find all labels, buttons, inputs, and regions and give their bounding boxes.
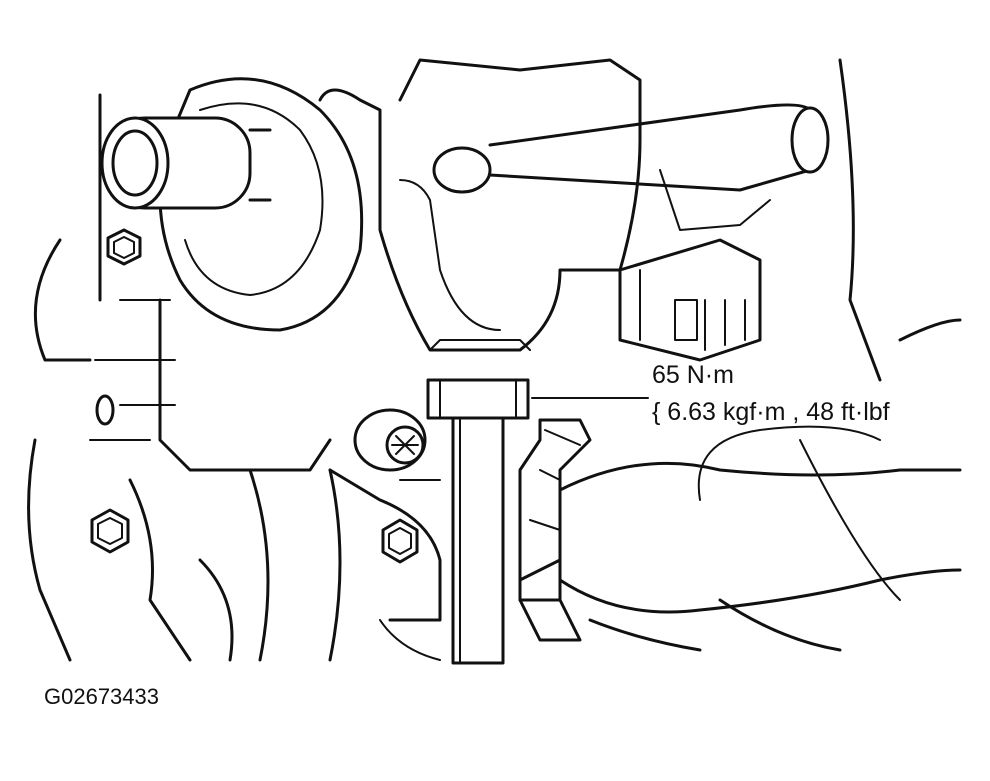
target-bolt [426,378,530,665]
torx-bolt [353,408,427,472]
engine-block [27,93,342,662]
bolt-center-left [381,518,419,564]
hose-clamp [518,418,592,642]
upper-right-pipe [488,58,962,382]
torque-value-alt-units: { 6.63 kgf·m , 48 ft·lbf [652,398,890,426]
figure-id: G02673433 [44,684,159,709]
engine-line-drawing [27,58,962,665]
lower-structure [328,468,842,661]
torque-value-nm: 65 N·m [652,361,734,389]
pulley-assembly [100,77,364,332]
connector-block [618,238,762,362]
bolt-lower-left [90,508,130,554]
center-housing [318,58,642,352]
hose [558,425,962,614]
bolt-upper-left [106,228,142,266]
